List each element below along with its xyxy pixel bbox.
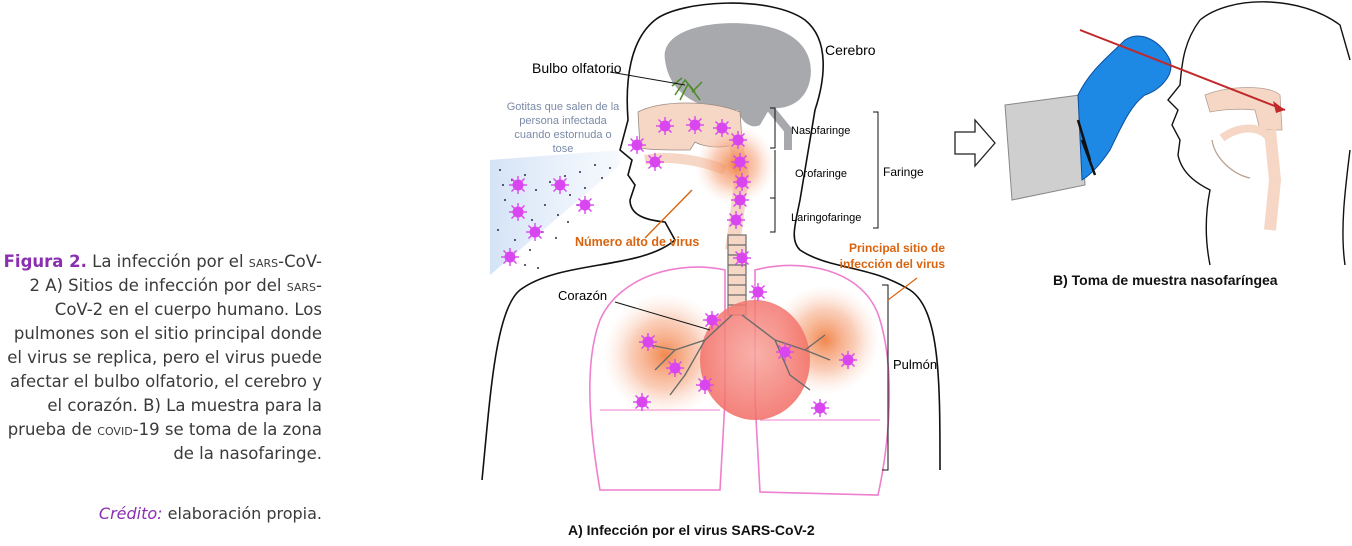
label-gotitas-3: cuando estornuda o — [514, 129, 611, 141]
credit-label: Crédito: — [99, 504, 163, 523]
label-numero-alto-virus: Número alto de virus — [575, 235, 699, 249]
label-gotitas-2: persona infectada — [519, 115, 607, 127]
sleeve — [1005, 95, 1085, 200]
swab-illustration — [1000, 0, 1352, 270]
swab-title: B) Toma de muestra nasofaríngea — [1053, 272, 1278, 288]
figure-caption: Figura 2. La infección por el SARS-CoV-2… — [0, 250, 322, 466]
label-nasofaringe: Nasofaringe — [791, 125, 850, 137]
label-gotitas-4: tose — [553, 143, 574, 155]
caption-sars-2: SARS — [287, 277, 316, 295]
panel-arrow — [953, 118, 997, 168]
infection-diagram: Cerebro Bulbo olfatorio Gotitas que sale… — [470, 0, 950, 520]
caption-covid: COVID — [97, 421, 132, 439]
label-gotitas-1: Gotitas que salen de la — [507, 101, 620, 113]
figure-label: Figura 2. — [4, 252, 87, 271]
credit-line: Crédito: elaboración propia. — [0, 504, 322, 523]
label-corazon: Corazón — [558, 288, 607, 303]
credit-text: elaboración propia. — [163, 504, 322, 523]
label-orofaringe: Orofaringe — [795, 168, 847, 180]
caption-text-4: -19 se toma de la zona de la nasofaringe… — [133, 420, 322, 463]
label-laringofaringe: Laringofaringe — [791, 212, 861, 224]
label-principal-sitio-1: Principal sitio de — [849, 241, 945, 255]
glove — [1078, 36, 1171, 180]
caption-sars-1: SARS — [249, 253, 278, 271]
label-principal-sitio-2: infección del virus — [840, 257, 946, 271]
caption-text-1: La infección por el — [87, 252, 249, 271]
label-bulbo-olfatorio: Bulbo olfatorio — [532, 60, 622, 76]
label-faringe: Faringe — [883, 165, 924, 179]
label-cerebro: Cerebro — [825, 42, 876, 58]
caption-text-3: -CoV-2 en el cuerpo humano. Los pulmones… — [7, 276, 322, 439]
diagram-title: A) Infección por el virus SARS-CoV-2 — [568, 522, 815, 538]
label-pulmon: Pulmón — [893, 357, 937, 372]
